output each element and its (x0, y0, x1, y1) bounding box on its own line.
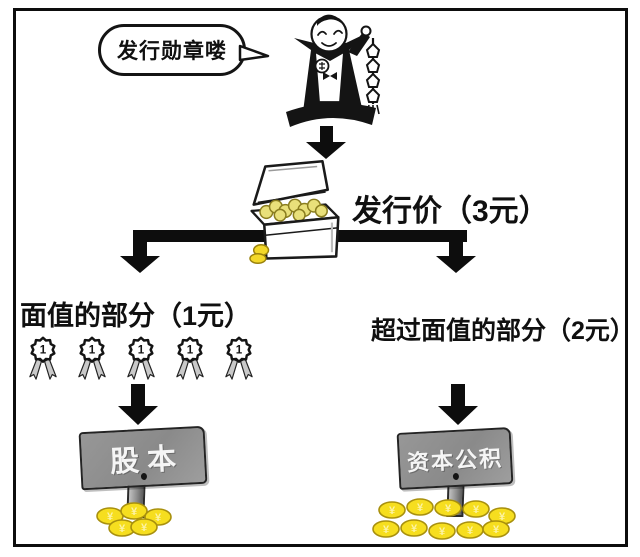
svg-text:1: 1 (89, 345, 96, 357)
treasure-chest-icon (249, 159, 340, 265)
svg-text:¥: ¥ (499, 511, 506, 523)
arrow-right-branch (449, 230, 463, 258)
arrow-man-to-chest (320, 126, 333, 144)
svg-text:1: 1 (236, 345, 243, 357)
svg-text:¥: ¥ (131, 506, 138, 518)
svg-text:¥: ¥ (141, 522, 148, 534)
arrow-to-share-capital (131, 384, 145, 408)
premium-value-label: 超过面值的部分（2元） (371, 317, 635, 345)
coin-pile-left: ¥¥ ¥¥ ¥ (96, 502, 172, 537)
medal-icon: 1 (176, 336, 204, 380)
speech-bubble-tail (238, 44, 270, 62)
share-capital-sign: 股本 (78, 425, 208, 491)
arrow-to-share-capital-head (118, 406, 158, 425)
arrow-to-capital-reserve-head (438, 406, 478, 425)
medal-row: 1 1 1 1 1 (26, 331, 258, 389)
svg-text:¥: ¥ (155, 512, 162, 524)
medal-icon: 1 (127, 336, 155, 380)
svg-text:¥: ¥ (439, 526, 446, 538)
arrow-left-branch (133, 230, 147, 258)
arrow-man-to-chest-head (306, 142, 346, 159)
medal-icon: 1 (29, 336, 57, 380)
svg-text:¥: ¥ (467, 525, 474, 537)
arrow-left-branch-head (120, 256, 160, 273)
svg-text:¥: ¥ (383, 524, 390, 536)
svg-text:¥: ¥ (411, 523, 418, 535)
arrow-to-capital-reserve (451, 384, 465, 408)
medal-icon: 1 (225, 336, 253, 380)
svg-text:¥: ¥ (119, 523, 126, 535)
svg-text:1: 1 (187, 345, 194, 357)
svg-text:¥: ¥ (107, 511, 114, 523)
svg-text:¥: ¥ (493, 524, 500, 536)
speech-bubble: 发行勋章喽 (98, 24, 246, 76)
sign-nail (452, 472, 460, 481)
coin-pile-right: ¥¥ ¥¥ ¥¥ ¥¥ ¥¥ (372, 498, 516, 540)
capital-reserve-sign: 资本公积 (396, 427, 514, 490)
cartoon-man-icon (286, 14, 381, 127)
par-value-label: 面值的部分（1元） (20, 301, 252, 331)
issue-price-label: 发行价（3元） (352, 195, 549, 228)
svg-text:¥: ¥ (417, 502, 424, 514)
svg-text:¥: ¥ (473, 504, 480, 516)
capital-reserve-sign-label: 资本公积 (406, 445, 504, 475)
medal-icon: 1 (78, 336, 106, 380)
svg-text:1: 1 (138, 345, 145, 357)
sign-nail (140, 472, 148, 481)
arrow-right-branch-head (436, 256, 476, 273)
speech-bubble-text: 发行勋章喽 (117, 40, 227, 63)
svg-text:¥: ¥ (389, 505, 396, 517)
svg-text:1: 1 (40, 345, 47, 357)
svg-text:¥: ¥ (445, 503, 452, 515)
